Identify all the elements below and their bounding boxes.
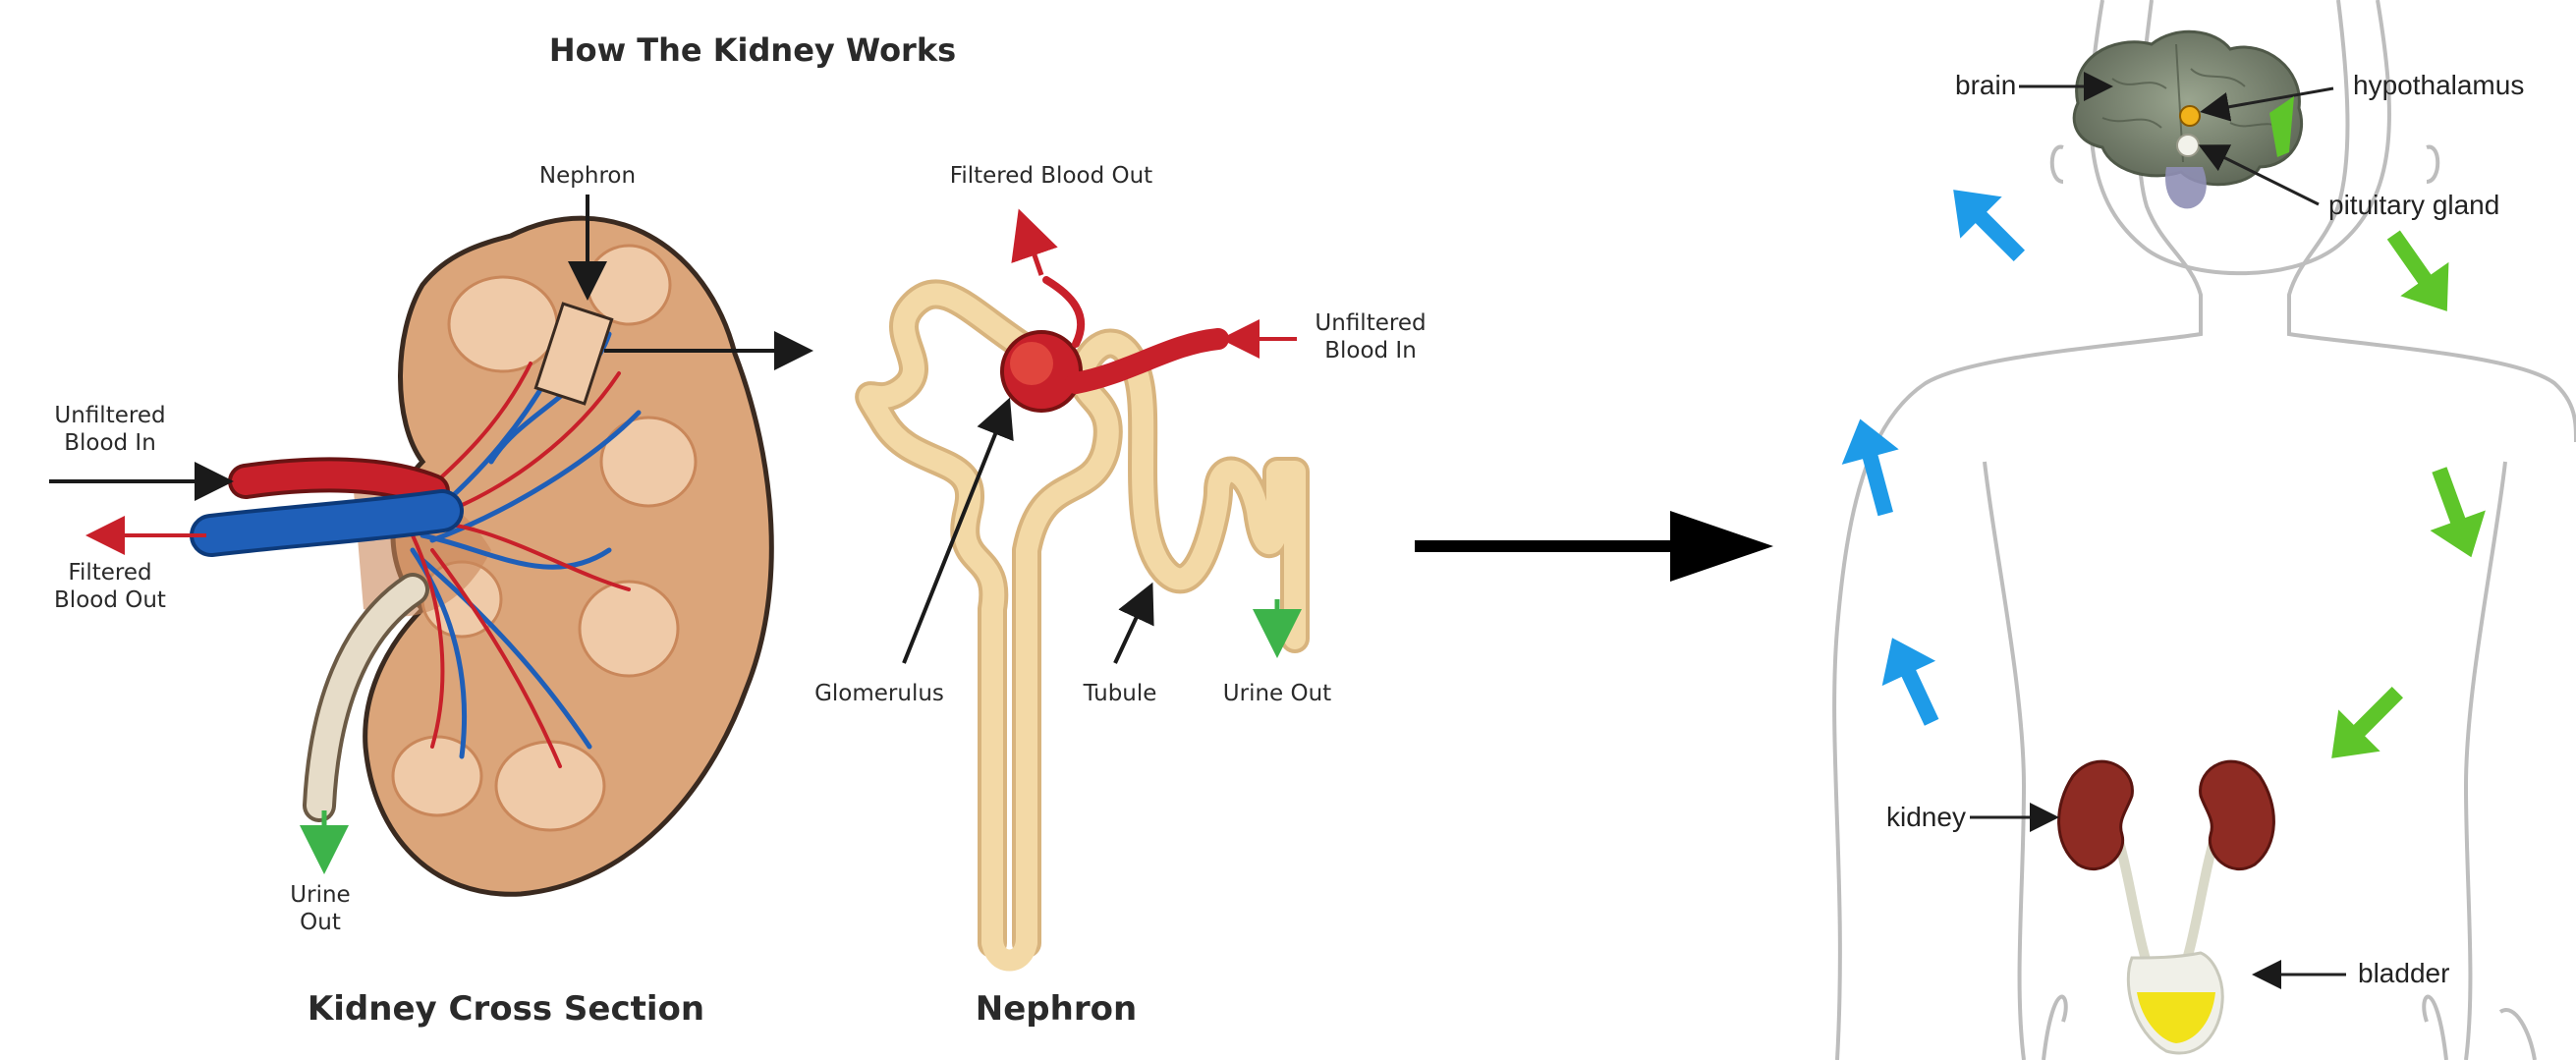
blue-arrow-icon (1866, 626, 1959, 735)
urine-out-label-1: Urine (290, 882, 350, 908)
pituitary-label: pituitary gland (2328, 190, 2499, 220)
diagram-title: How The Kidney Works (549, 31, 956, 69)
nephron-caption: Nephron (976, 989, 1137, 1029)
cross-section-caption: Kidney Cross Section (308, 989, 704, 1029)
unfiltered-in-label-1: Unfiltered (54, 403, 165, 428)
nephron-filtered-out-label: Filtered Blood Out (950, 163, 1152, 189)
green-arrow-icon (2370, 218, 2472, 328)
brain-icon (2074, 31, 2301, 208)
pituitary-icon (2177, 135, 2199, 156)
nephron-urine-out-label: Urine Out (1223, 681, 1331, 706)
hypothalamus-label: hypothalamus (2353, 70, 2524, 100)
tubule-label: Tubule (1083, 681, 1157, 706)
brain-label: brain (1955, 70, 2016, 100)
green-arrow-icon (2412, 460, 2499, 568)
right-panel: brain hypothalamus pituitary gland (1831, 0, 2576, 1060)
nephron-callout-label: Nephron (539, 163, 636, 189)
nephron-unfiltered-in-label-1: Unfiltered (1315, 310, 1426, 336)
glomerulus-label: Glomerulus (814, 681, 944, 706)
bladder-label: bladder (2358, 958, 2449, 988)
kidney-icon (211, 218, 771, 894)
hypothalamus-icon (2180, 106, 2200, 126)
kidney-label: kidney (1886, 802, 1966, 832)
green-arrow-icon (2311, 671, 2419, 779)
nephron-icon (869, 280, 1295, 961)
filtered-out-label-2: Blood Out (54, 587, 166, 613)
right-arrow-icon (1415, 511, 1773, 582)
urine-out-label-2: Out (300, 910, 341, 935)
nephron-unfiltered-in-label-2: Blood In (1324, 338, 1417, 363)
tubule-arrow (1115, 589, 1149, 663)
bladder-icon (2128, 953, 2222, 1053)
blue-arrows (1831, 169, 2040, 735)
nephron-filtered-out-arrow (1022, 218, 1041, 275)
filtered-out-label-1: Filtered (68, 560, 151, 586)
blue-arrow-icon (1932, 169, 2041, 277)
left-panel: How The Kidney Works (49, 31, 1427, 1029)
unfiltered-in-label-2: Blood In (64, 430, 156, 456)
blue-arrow-icon (1831, 412, 1914, 522)
